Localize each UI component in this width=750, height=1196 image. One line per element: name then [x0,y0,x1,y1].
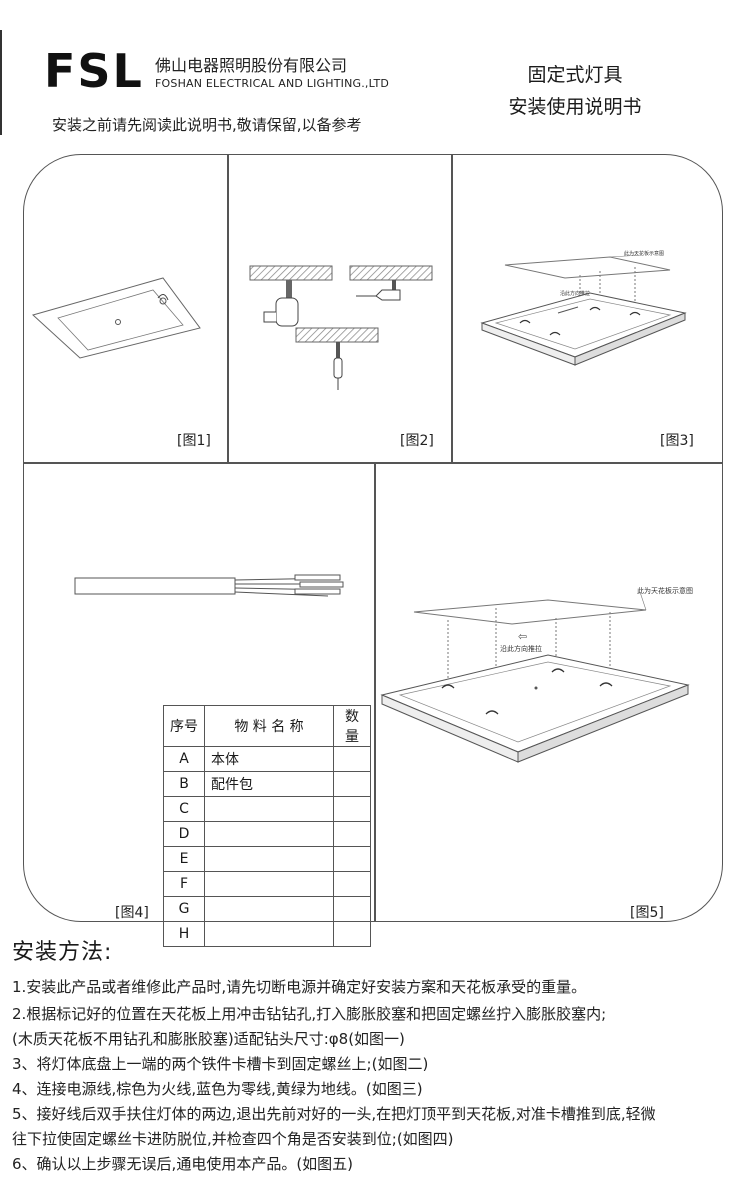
col-header-index: 序号 [163,705,205,747]
method-step-line: 1.安装此产品或者维修此产品时,请先切断电源并确定好安装方案和天花板承受的重量。 [12,978,587,996]
table-row: G [163,896,371,922]
brand-logo: FSL [44,44,144,98]
row-name [204,846,334,872]
method-step-line: 往下拉使固定螺丝卡进防脱位,并检查四个角是否安装到位;(如图四) [12,1130,454,1148]
fig3-ceiling-note: 此为天花板示意图 [624,251,665,257]
fig5-ceiling-note: 此为天花板示意图 [637,587,693,595]
parts-table: 序号 物 料 名 称 数量 A 本体 B 配件包 C D E F G H [163,705,371,947]
fig2-label: [图2] [400,433,434,449]
table-header-row: 序号 物 料 名 称 数量 [163,705,371,747]
row-index: A [163,746,205,772]
method-step-line: 3、将灯体底盘上一端的两个铁件卡槽卡到固定螺丝上;(如图二) [12,1055,429,1073]
frame-divider-horizontal [23,462,723,464]
frame-divider-2 [451,154,453,462]
method-step-line: 4、连接电源线,棕色为火线,蓝色为零线,黄绿为地线。(如图三) [12,1080,423,1098]
doc-title-line2: 安装使用说明书 [508,96,642,118]
col-header-name: 物 料 名 称 [204,705,334,747]
read-notice: 安装之前请先阅读此说明书,敬请保留,以备参考 [52,116,362,134]
table-row: E [163,846,371,872]
company-name-cn: 佛山电器照明股份有限公司 [155,56,348,75]
row-qty [333,771,371,797]
method-step-line: (木质天花板不用钻孔和膨胀胶塞)适配钻头尺寸:φ8(如图一) [12,1030,405,1048]
row-name [204,921,334,947]
fig5-push-note: 沿此方向推拉 [500,645,542,653]
method-title: 安装方法: [12,940,113,965]
row-qty [333,871,371,897]
doc-title-line1: 固定式灯具 [527,64,623,86]
fig5-label: [图5] [630,905,664,921]
fig3-install-drawing [480,254,687,366]
table-row: B 配件包 [163,771,371,797]
figures-frame [23,154,723,922]
frame-divider-3 [374,462,376,922]
method-step-line: 6、确认以上步骤无误后,通电使用本产品。(如图五) [12,1155,354,1173]
fig4-cable-drawing [74,574,344,597]
row-name [204,796,334,822]
row-qty [333,896,371,922]
table-row: C [163,796,371,822]
row-index: F [163,871,205,897]
row-qty [333,921,371,947]
fig5-install-drawing: ⇦ [380,591,690,763]
row-qty [333,746,371,772]
fig2-drill-drawing [249,265,433,390]
row-index: E [163,846,205,872]
row-name: 配件包 [204,771,334,797]
row-index: D [163,821,205,847]
fig1-ceiling-drawing [32,277,201,359]
row-name [204,896,334,922]
frame-divider-1 [227,154,229,462]
row-name [204,821,334,847]
row-index: H [163,921,205,947]
table-row: F [163,871,371,897]
svg-text:⇦: ⇦ [518,630,527,643]
margin-line [0,30,2,135]
fig1-label: [图1] [177,433,211,449]
fig3-label: [图3] [660,433,694,449]
row-index: B [163,771,205,797]
company-name-en: FOSHAN ELECTRICAL AND LIGHTING.,LTD [155,77,390,90]
row-qty [333,796,371,822]
row-qty [333,821,371,847]
method-step-line: 5、接好线后双手扶住灯体的两边,退出先前对好的一头,在把灯顶平到天花板,对准卡槽… [12,1105,656,1123]
row-name [204,871,334,897]
method-step-line: 2.根据标记好的位置在天花板上用冲击钻钻孔,打入膨胀胶塞和把固定螺丝拧入膨胀胶塞… [12,1005,607,1023]
row-index: G [163,896,205,922]
row-index: C [163,796,205,822]
fig4-label: [图4] [115,905,149,921]
row-name: 本体 [204,746,334,772]
table-row: D [163,821,371,847]
table-row: A 本体 [163,746,371,772]
row-qty [333,846,371,872]
fig3-push-note: 沿此方向推拉 [560,291,591,297]
col-header-qty: 数量 [333,705,371,747]
table-row: H [163,921,371,947]
